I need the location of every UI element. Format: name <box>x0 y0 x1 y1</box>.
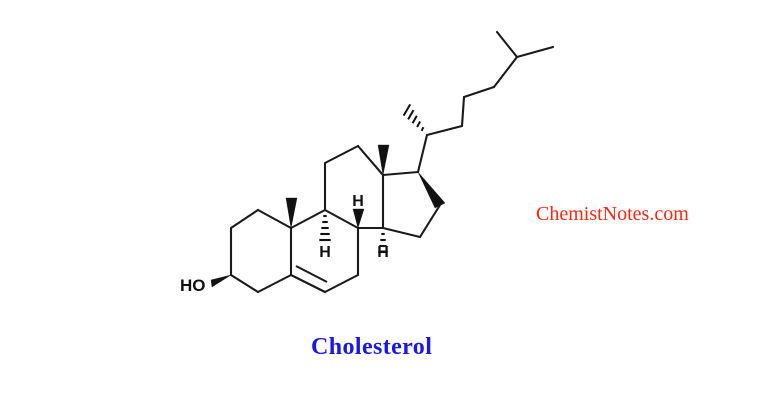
hash-c21-5 <box>402 103 412 117</box>
methyl-c19-wedge <box>285 197 298 229</box>
bond-c6-c7 <box>323 273 360 294</box>
bond-c3-c4 <box>229 273 260 294</box>
molecule-caption: Cholesterol <box>311 334 433 360</box>
bond-c11-c12 <box>323 144 360 165</box>
bond-c20-c22 <box>425 124 464 137</box>
bond-c1-c2 <box>229 208 260 230</box>
watermark-chemistnotes: ChemistNotes.com <box>536 203 689 225</box>
bond-c25-c26 <box>495 30 519 59</box>
stereo-h-c8 <box>352 208 365 229</box>
bond-c17-c13 <box>381 170 420 177</box>
ring-d <box>381 170 446 239</box>
bond-c5-c6-double-inner <box>295 265 328 283</box>
bond-c17-c20 <box>416 133 429 174</box>
bond-c22-c23 <box>460 95 466 128</box>
ring-b <box>289 208 360 294</box>
bond-c25-c27 <box>515 45 555 59</box>
bond-c8-c9 <box>323 208 360 230</box>
bond-c15-c16 <box>418 203 442 239</box>
ring-c <box>323 144 385 230</box>
ring-a <box>229 208 293 294</box>
h-label-c9: H <box>319 244 331 261</box>
bond-c12-c13 <box>356 144 385 177</box>
bond-c9-c10 <box>289 208 327 230</box>
bond-c8-h-wedge <box>352 208 365 229</box>
h-label-c14: H <box>377 244 389 261</box>
side-chain <box>402 30 555 174</box>
bond-c24-c25 <box>492 55 519 89</box>
hydroxyl-label: HO <box>180 276 206 295</box>
hash-c21-3 <box>411 115 418 124</box>
bond-c5-c6-double-outer <box>289 273 327 294</box>
methyl-c18-wedge <box>377 144 390 176</box>
h-label-c8: H <box>352 193 364 210</box>
angular-methyls <box>285 144 390 229</box>
hash-c21-2 <box>416 121 421 128</box>
hash-c21-1 <box>420 126 425 132</box>
bond-c16-c17-wedge <box>417 171 446 209</box>
hash-c21-4 <box>407 109 415 120</box>
bond-c10-c1 <box>256 208 293 230</box>
bond-c14-c15 <box>381 226 422 239</box>
bond-c4-c5 <box>256 273 293 294</box>
hydroxyl-group <box>210 274 232 288</box>
bond-c23-c24 <box>462 85 496 99</box>
stereo-h-c14 <box>378 232 388 254</box>
bond-c3-o-wedge <box>210 274 232 288</box>
stereo-h-c9 <box>319 214 331 242</box>
methyl-c21-hash <box>402 103 425 132</box>
